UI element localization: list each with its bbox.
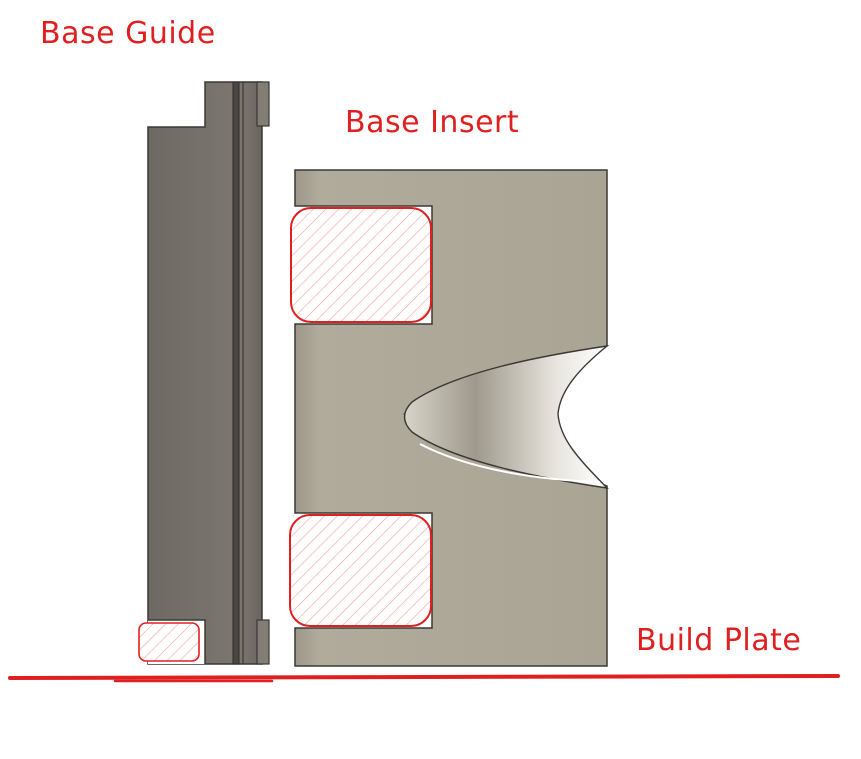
build-plate xyxy=(8,674,840,683)
base-insert xyxy=(289,169,610,667)
base-guide-bottom-lip xyxy=(256,619,270,665)
base-guide-notch-edge xyxy=(148,619,206,664)
base-guide-top-lip xyxy=(256,81,270,127)
lower-cavity-hatched-region xyxy=(289,514,432,627)
build-plate-label: Build Plate xyxy=(636,623,801,658)
base-guide xyxy=(138,81,270,665)
base-insert-label: Base Insert xyxy=(345,105,519,140)
upper-cavity-hatched-region xyxy=(290,207,432,323)
base-guide-hatched-region xyxy=(138,622,200,662)
build-plate-line xyxy=(8,674,840,680)
base-guide-rail xyxy=(232,81,240,665)
base-guide-label: Base Guide xyxy=(40,16,216,51)
base-insert-groove xyxy=(403,344,610,489)
base-guide-body xyxy=(147,81,263,665)
base-insert-groove-highlight xyxy=(419,443,601,483)
